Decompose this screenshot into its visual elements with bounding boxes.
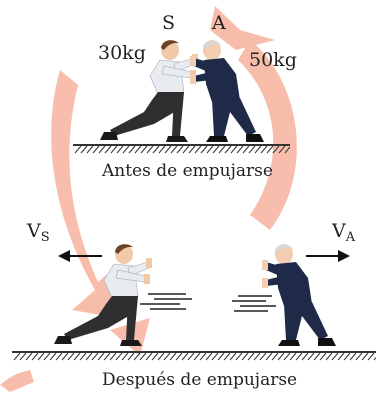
motion-lines-man-icon [232, 295, 276, 312]
man-figure-after [262, 244, 336, 346]
mass-a: 50kg [249, 49, 297, 71]
caption-after: Después de empujarse [102, 370, 298, 390]
label-a: A [212, 12, 226, 34]
velocity-a-symbol: V [332, 220, 346, 242]
ground-after [12, 351, 376, 361]
velocity-a-subscript: A [345, 230, 356, 245]
velocity-s-label: VS [27, 220, 50, 245]
man-figure-before [190, 40, 264, 142]
left-arrow-icon [58, 250, 102, 262]
caption-before: Antes de empujarse [102, 161, 273, 181]
velocity-s-subscript: S [40, 230, 50, 245]
mass-s: 30kg [98, 42, 146, 64]
ground-before [73, 144, 290, 154]
velocity-s-symbol: V [27, 220, 41, 242]
boy-figure-after [54, 244, 152, 346]
motion-lines-boy-icon [140, 293, 192, 310]
label-s: S [162, 12, 176, 34]
right-arrow-icon [306, 250, 350, 262]
velocity-a-label: VA [332, 220, 356, 245]
